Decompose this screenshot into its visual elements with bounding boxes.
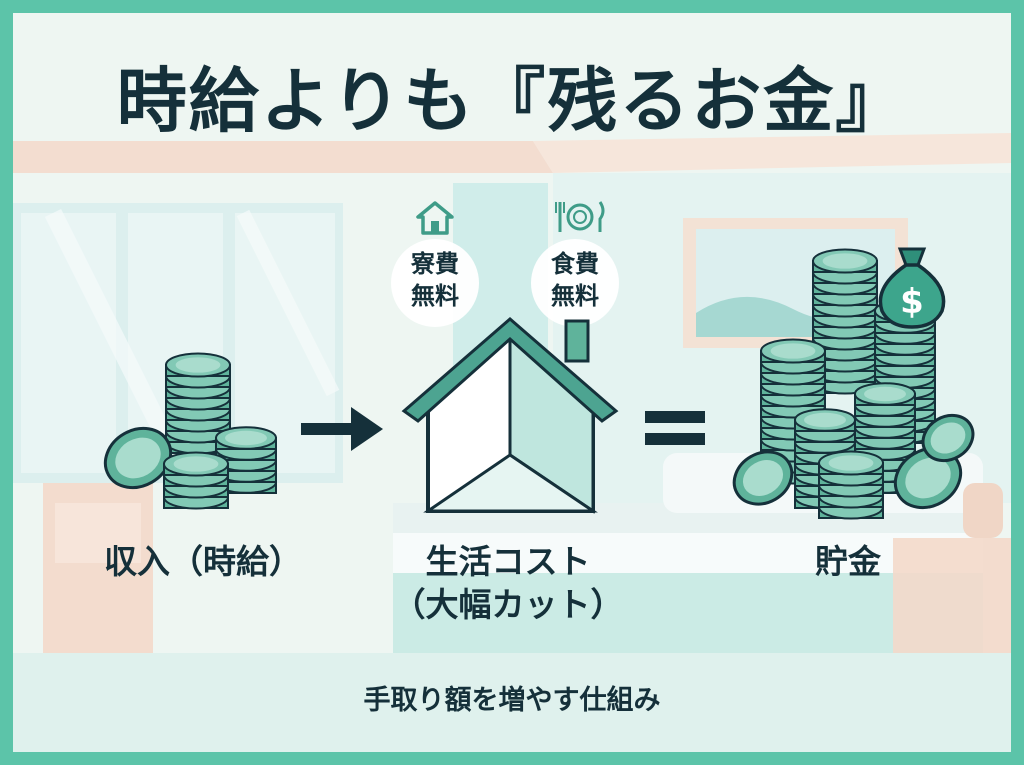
savings-coin-stacks (732, 248, 975, 520)
food-fee-line2: 無料 (551, 282, 599, 310)
infographic-frame: 時給よりも『残るお金』 収入（時給） 寮費 無料 食費 無料 生活コスト （大幅… (13, 13, 1011, 752)
footer-caption: 手取り額を増やす仕組み (363, 685, 661, 716)
arrow-right-icon (301, 407, 383, 451)
svg-text:$: $ (900, 282, 924, 322)
dorm-fee-line1: 寮費 (411, 250, 459, 278)
income-label: 収入（時給） (104, 542, 302, 581)
dorm-fee-badge (391, 239, 479, 327)
money-bag-icon: $ (878, 247, 946, 329)
dorm-fee-line2: 無料 (411, 282, 459, 310)
cost-label-line1: 生活コスト (425, 542, 591, 581)
cost-label-line2: （大幅カット） (392, 585, 624, 624)
food-fee-badge (531, 239, 619, 327)
equals-icon (645, 411, 705, 445)
page-title: 時給よりも『残るお金』 (116, 60, 908, 142)
savings-label: 貯金 (815, 542, 881, 581)
food-fee-line1: 食費 (551, 250, 599, 278)
fork-plate-knife-icon (555, 201, 605, 232)
living-cost-house (401, 317, 619, 514)
house-icon (416, 201, 454, 235)
income-coin-stacks (103, 352, 277, 510)
